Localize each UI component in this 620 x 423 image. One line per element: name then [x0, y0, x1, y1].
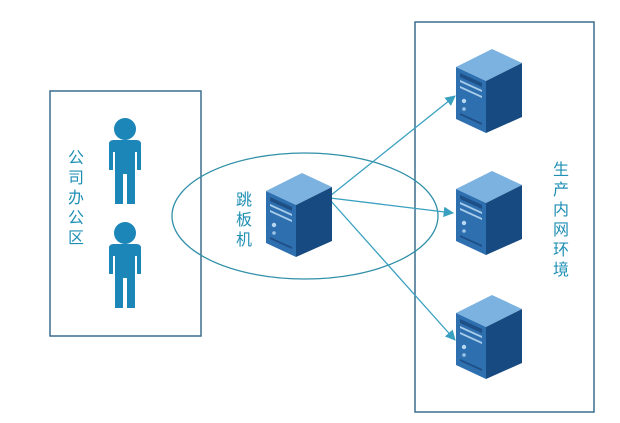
arrow-to-server-1 — [329, 95, 456, 197]
person-icon — [109, 222, 141, 308]
server-icon — [456, 295, 522, 379]
jump-host-server-icon — [266, 173, 332, 257]
jump-host-zone-ellipse — [171, 152, 439, 280]
server-icon — [456, 171, 522, 255]
production-network-label: 生产内网环境 — [552, 160, 569, 279]
office-area-label: 公司办公区 — [67, 148, 84, 247]
jump-host-label: 跳板机 — [235, 190, 252, 249]
arrow-to-server-3 — [329, 199, 456, 341]
office-area-box — [49, 90, 202, 337]
production-area-box — [414, 21, 595, 413]
server-icon — [456, 49, 522, 133]
arrow-to-server-2 — [329, 197, 455, 218]
person-icon — [109, 118, 141, 204]
